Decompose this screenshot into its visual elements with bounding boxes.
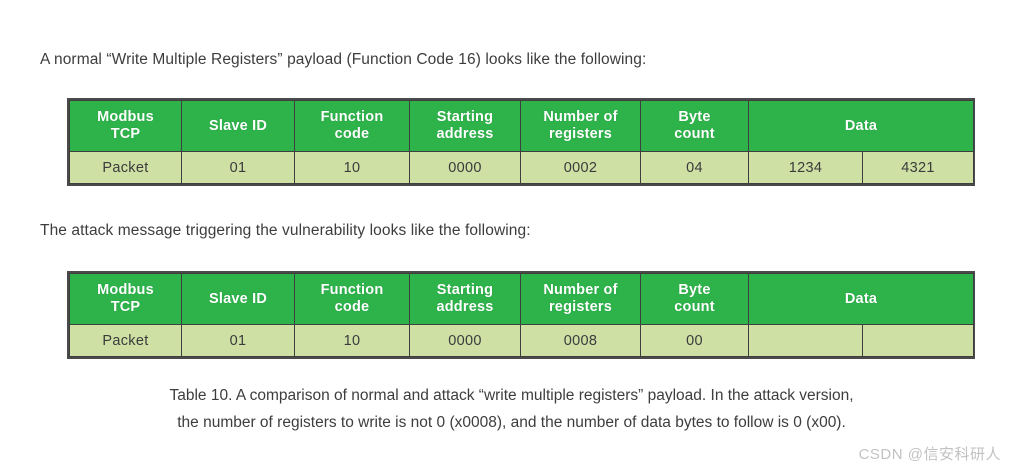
header-line-1: Modbus bbox=[97, 109, 154, 125]
intro-attack-message-text: The attack message triggering the vulner… bbox=[40, 222, 531, 239]
column-header-function-code: Function code bbox=[294, 100, 410, 152]
intro-normal-payload-text: A normal “Write Multiple Registers” payl… bbox=[40, 51, 647, 68]
header-line-1: Number of bbox=[543, 109, 618, 125]
table-row: Packet 01 10 0000 0008 00 bbox=[69, 324, 975, 357]
cell-data-word-1 bbox=[748, 324, 863, 357]
header-line-1: Function bbox=[320, 282, 384, 298]
column-header-starting-address: Starting address bbox=[409, 100, 521, 152]
column-header-slave-id: Slave ID bbox=[181, 100, 295, 152]
header-line-1: Byte bbox=[678, 282, 711, 298]
csdn-watermark: CSDN @信安科研人 bbox=[858, 446, 1001, 463]
table-header-row: Modbus TCP Slave ID Function code Starti… bbox=[69, 100, 975, 152]
header-line-2: address bbox=[436, 126, 494, 142]
header-line-2: TCP bbox=[110, 126, 141, 142]
cell-starting-address: 0000 bbox=[409, 324, 521, 357]
header-line-2: TCP bbox=[110, 299, 141, 315]
column-header-byte-count: Byte count bbox=[640, 100, 749, 152]
cell-byte-count: 00 bbox=[640, 324, 749, 357]
header-line-1: Data bbox=[844, 290, 878, 307]
cell-data-word-2: 4321 bbox=[861, 151, 975, 184]
cell-byte-count: 04 bbox=[640, 151, 749, 184]
header-line-2: count bbox=[674, 126, 715, 142]
cell-packet-label: Packet bbox=[69, 151, 182, 184]
header-line-1: Data bbox=[844, 117, 878, 134]
header-line-1: Starting bbox=[436, 109, 494, 125]
table-row: Packet 01 10 0000 0002 04 1234 4321 bbox=[69, 151, 975, 184]
cell-starting-address: 0000 bbox=[409, 151, 521, 184]
header-line-2: count bbox=[674, 299, 715, 315]
header-line-1: Slave ID bbox=[208, 117, 268, 134]
cell-data-word-1: 1234 bbox=[748, 151, 863, 184]
attack-payload-table: Modbus TCP Slave ID Function code Starti… bbox=[67, 271, 975, 359]
header-line-1: Number of bbox=[543, 282, 618, 298]
header-line-2: code bbox=[334, 299, 370, 315]
cell-packet-label: Packet bbox=[69, 324, 182, 357]
header-line-2: address bbox=[436, 299, 494, 315]
cell-slave-id: 01 bbox=[181, 151, 295, 184]
header-line-1: Starting bbox=[436, 282, 494, 298]
cell-number-of-registers: 0008 bbox=[520, 324, 641, 357]
normal-payload-table: Modbus TCP Slave ID Function code Starti… bbox=[67, 98, 975, 186]
table-caption-line-1: Table 10. A comparison of normal and att… bbox=[169, 387, 854, 404]
header-line-1: Byte bbox=[678, 109, 711, 125]
column-header-data: Data bbox=[747, 100, 975, 152]
header-line-1: Modbus bbox=[97, 282, 154, 298]
cell-slave-id: 01 bbox=[181, 324, 295, 357]
column-header-function-code: Function code bbox=[294, 273, 410, 325]
column-header-starting-address: Starting address bbox=[409, 273, 521, 325]
cell-number-of-registers: 0002 bbox=[520, 151, 641, 184]
header-line-2: registers bbox=[548, 126, 613, 142]
column-header-number-of-registers: Number of registers bbox=[520, 273, 641, 325]
column-header-slave-id: Slave ID bbox=[181, 273, 295, 325]
header-line-1: Function bbox=[320, 109, 384, 125]
column-header-modbus-tcp: Modbus TCP bbox=[69, 100, 182, 152]
column-header-byte-count: Byte count bbox=[640, 273, 749, 325]
column-header-number-of-registers: Number of registers bbox=[520, 100, 641, 152]
table-header-row: Modbus TCP Slave ID Function code Starti… bbox=[69, 273, 975, 325]
table-caption-line-2: the number of registers to write is not … bbox=[177, 414, 846, 431]
cell-function-code: 10 bbox=[294, 151, 410, 184]
cell-function-code: 10 bbox=[294, 324, 410, 357]
header-line-2: code bbox=[334, 126, 370, 142]
column-header-data: Data bbox=[747, 273, 975, 325]
header-line-1: Slave ID bbox=[208, 290, 268, 307]
header-line-2: registers bbox=[548, 299, 613, 315]
cell-data-word-2 bbox=[861, 324, 975, 357]
column-header-modbus-tcp: Modbus TCP bbox=[69, 273, 182, 325]
